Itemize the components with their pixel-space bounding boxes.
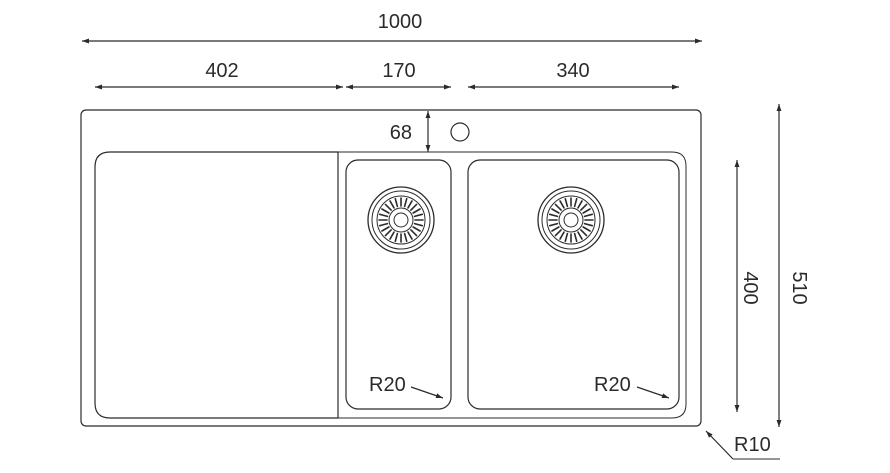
overall-width-label: 1000 <box>378 11 423 33</box>
drain-slot <box>580 203 588 211</box>
small-bowl-drain-icon <box>367 186 435 254</box>
drain-slot <box>564 197 569 208</box>
outer-radius-label: R10 <box>734 434 771 456</box>
drain-slot <box>554 229 562 237</box>
drain-slot <box>384 229 392 237</box>
bowl-rim <box>338 151 687 419</box>
small-bowl-radius-label: R20 <box>369 374 406 396</box>
drain-slot <box>412 208 421 214</box>
drain-slot <box>413 213 424 218</box>
drain-slot <box>559 200 565 209</box>
drain-slot <box>583 222 594 227</box>
drain-slot <box>577 200 583 209</box>
drain-slot <box>582 226 591 232</box>
large-bowl-outline <box>467 159 680 410</box>
overall-depth-label: 510 <box>788 271 810 304</box>
drainboard-width-label: 402 <box>205 60 238 82</box>
drain-slot <box>413 222 424 227</box>
drain-slot <box>573 197 578 208</box>
drain-slot <box>577 231 583 240</box>
drain-ring <box>558 207 584 233</box>
drain-ring <box>367 186 435 254</box>
drain-slot <box>407 231 413 240</box>
drain-ring <box>376 195 426 245</box>
large-bowl-width-label: 340 <box>556 60 589 82</box>
drain-slot <box>381 208 390 214</box>
drain-slot <box>389 200 395 209</box>
drain-slot <box>551 226 560 232</box>
drain-slot <box>548 222 559 227</box>
drain-ring <box>537 186 605 254</box>
small-bowl-outline <box>345 159 452 410</box>
drain-ring <box>541 190 601 250</box>
outer-radius-arrow <box>705 430 734 460</box>
large-bowl-drain-icon <box>537 186 605 254</box>
drain-slot <box>381 226 390 232</box>
drain-ring <box>563 212 579 228</box>
sink-outer-outline <box>80 109 702 427</box>
drain-slot <box>384 203 392 211</box>
tap-hole-circle <box>450 122 470 142</box>
drain-slot <box>573 232 578 243</box>
drainboard-outline <box>94 151 339 419</box>
drain-slot <box>378 213 389 218</box>
drain-slot <box>548 213 559 218</box>
drain-slot <box>394 232 399 243</box>
drain-slot <box>554 203 562 211</box>
drain-ring <box>546 195 596 245</box>
drain-slot <box>410 229 418 237</box>
drain-slot <box>407 200 413 209</box>
bowl-depth-label: 400 <box>739 271 761 304</box>
drain-slot <box>583 213 594 218</box>
drain-ring <box>393 212 409 228</box>
drain-ring <box>371 190 431 250</box>
drain-slot <box>582 208 591 214</box>
drain-slot <box>559 231 565 240</box>
drain-slot <box>403 232 408 243</box>
small-bowl-radius-arrow <box>410 386 444 399</box>
large-bowl-radius-arrow <box>636 386 670 399</box>
drain-slot <box>412 226 421 232</box>
drain-ring <box>388 207 414 233</box>
tap-hole-offset-label: 68 <box>390 122 412 144</box>
small-bowl-width-label: 170 <box>382 60 415 82</box>
drain-slot <box>410 203 418 211</box>
drain-slot <box>394 197 399 208</box>
large-bowl-radius-label: R20 <box>594 374 631 396</box>
drain-slot <box>564 232 569 243</box>
drain-slot <box>580 229 588 237</box>
drain-slot <box>378 222 389 227</box>
drain-slot <box>389 231 395 240</box>
drain-slot <box>403 197 408 208</box>
drain-slot <box>551 208 560 214</box>
